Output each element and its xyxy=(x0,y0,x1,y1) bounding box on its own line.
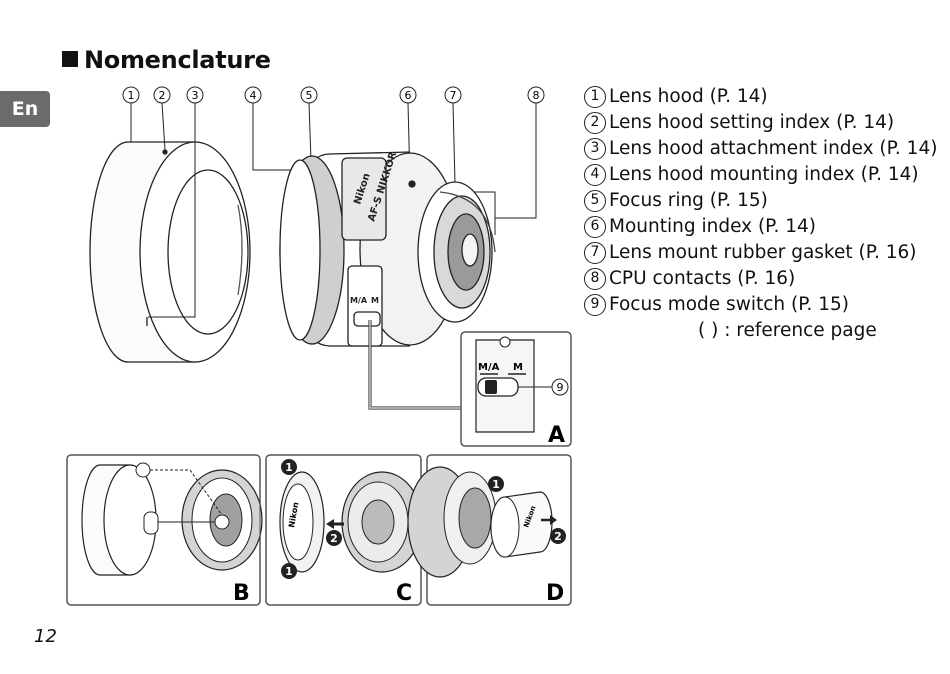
legend-number: 5 xyxy=(584,190,606,212)
inset-a-ma-text: M/A xyxy=(478,362,500,373)
callout-4-label: 4 xyxy=(250,89,257,102)
callout-3-label: 3 xyxy=(192,89,199,102)
legend-number: 9 xyxy=(584,294,606,316)
heading-text: Nomenclature xyxy=(84,46,271,74)
square-bullet-icon xyxy=(62,51,78,67)
inset-c-label: C xyxy=(396,581,412,606)
lens-hood-illustration xyxy=(89,141,251,363)
callout-numbers: 1 2 3 4 5 6 7 8 xyxy=(122,86,545,104)
inset-a-panel: M/A M 9 A xyxy=(460,331,572,448)
callout-1: 1 xyxy=(122,86,140,104)
callout-7-label: 7 xyxy=(450,89,457,102)
inset-c-panel: Nikon 1 1 2 C xyxy=(265,454,423,606)
callout-8-label: 8 xyxy=(533,89,540,102)
callout-6: 6 xyxy=(399,86,417,104)
legend-number: 6 xyxy=(584,216,606,238)
inset-b-label: B xyxy=(233,581,250,606)
callout-5: 5 xyxy=(300,86,318,104)
inset-d-label: D xyxy=(546,581,564,606)
callout-5-label: 5 xyxy=(306,89,313,102)
legend-text: Lens mount rubber gasket (P. 16) xyxy=(609,242,917,263)
inset-b-panel: B xyxy=(66,454,263,606)
lens-diagram: 1 2 3 4 5 6 7 8 xyxy=(66,86,572,606)
legend-text: Lens hood (P. 14) xyxy=(609,86,768,107)
legend-number: 1 xyxy=(584,86,606,108)
lens-switch-m-text: M xyxy=(371,296,379,305)
lens-switch-ma-text: M/A xyxy=(350,296,368,305)
legend-text: Lens hood attachment index (P. 14) xyxy=(609,138,938,159)
callout-7: 7 xyxy=(444,86,462,104)
legend-number: 2 xyxy=(584,112,606,134)
lens-body-illustration xyxy=(279,151,496,347)
inset-c-step2: 2 xyxy=(330,532,338,545)
legend-text: Mounting index (P. 14) xyxy=(609,216,816,237)
callout-3: 3 xyxy=(186,86,204,104)
callout-1-label: 1 xyxy=(128,89,135,102)
reference-page-note: ( ) : reference page xyxy=(698,320,877,341)
inset-d-step1: 1 xyxy=(492,478,500,491)
legend-text: Lens hood setting index (P. 14) xyxy=(609,112,895,133)
inset-a-m-text: M xyxy=(513,362,523,373)
legend-text: Focus mode switch (P. 15) xyxy=(609,294,850,315)
callout-4: 4 xyxy=(244,86,262,104)
legend-text: CPU contacts (P. 16) xyxy=(609,268,796,289)
callout-8: 8 xyxy=(527,86,545,104)
callout-9-label: 9 xyxy=(557,381,564,394)
inset-d-step2: 2 xyxy=(554,530,562,543)
language-tab: En xyxy=(0,91,50,127)
legend-number: 7 xyxy=(584,242,606,264)
inset-c-step1-top: 1 xyxy=(285,461,293,474)
inset-a-label: A xyxy=(548,423,565,448)
page-heading: Nomenclature xyxy=(62,46,271,74)
page-number: 12 xyxy=(34,626,57,647)
legend-number: 4 xyxy=(584,164,606,186)
callout-6-label: 6 xyxy=(405,89,412,102)
inset-c-cap-text: Nikon xyxy=(287,501,300,528)
callout-2: 2 xyxy=(153,86,171,104)
callout-2-label: 2 xyxy=(159,89,166,102)
inset-c-step1-bottom: 1 xyxy=(285,565,293,578)
legend-number: 8 xyxy=(584,268,606,290)
inset-d-panel: Nikon 1 2 D xyxy=(407,454,572,606)
legend-text: Focus ring (P. 15) xyxy=(609,190,768,211)
legend-number: 3 xyxy=(584,138,606,160)
legend-text: Lens hood mounting index (P. 14) xyxy=(609,164,919,185)
